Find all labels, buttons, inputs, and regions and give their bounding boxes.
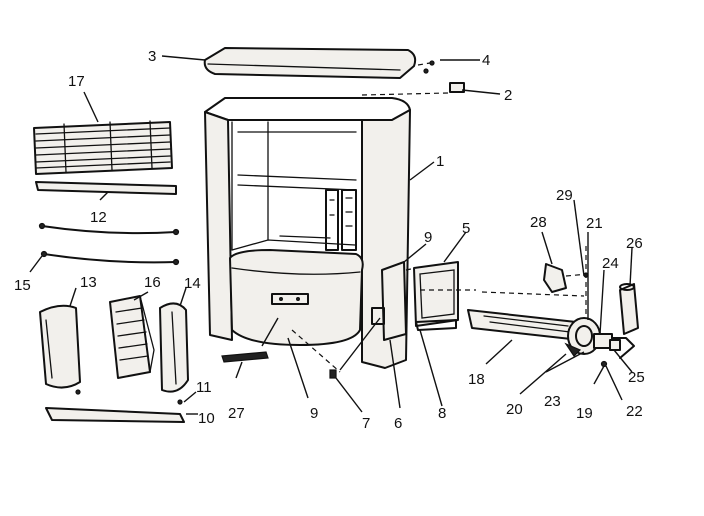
- callout-12: 12: [90, 209, 107, 226]
- callout-25: 25: [628, 369, 645, 386]
- base-plate-part: [45, 407, 185, 423]
- callout-9-upper: 9: [424, 229, 432, 246]
- cylinder-part: [619, 283, 639, 335]
- knob-part: [329, 317, 381, 379]
- bracket-part-8: [415, 319, 457, 331]
- top-cover-part: [203, 47, 417, 79]
- front-guide-part: [291, 329, 341, 373]
- callout-29: 29: [556, 187, 573, 204]
- callout-17: 17: [68, 73, 85, 90]
- bracket-part-28: [543, 263, 589, 293]
- callout-2: 2: [504, 87, 512, 104]
- callout-5: 5: [462, 220, 470, 237]
- callout-11: 11: [196, 379, 212, 396]
- callout-18: 18: [468, 371, 485, 388]
- valve-assembly-part: [481, 291, 601, 357]
- small-fitting-part: [600, 360, 608, 368]
- callout-22: 22: [626, 403, 643, 420]
- radiant-element-part: [109, 295, 155, 379]
- callout-15: 15: [14, 277, 31, 294]
- leader-lines: [29, 55, 633, 415]
- callout-3: 3: [148, 48, 156, 65]
- curved-rods-part: [38, 222, 180, 266]
- callout-20: 20: [506, 401, 523, 418]
- callout-19: 19: [576, 405, 593, 422]
- grille-part: [33, 120, 173, 175]
- callout-26: 26: [626, 235, 643, 252]
- top-screws-part: [417, 60, 435, 74]
- access-door-part: [413, 261, 476, 327]
- side-reflector-part: [159, 302, 189, 393]
- callout-4: 4: [482, 52, 490, 69]
- burner-tube-part: [467, 309, 581, 341]
- burner-tip-part: [221, 317, 279, 363]
- reflector-part: [39, 304, 81, 389]
- screw-part-11: [75, 389, 183, 405]
- nut-part: [609, 339, 621, 351]
- clip-part: [361, 82, 465, 96]
- cabinet-body-part: [204, 97, 411, 369]
- callout-21: 21: [586, 215, 603, 232]
- callout-13: 13: [80, 274, 97, 291]
- callout-23: 23: [544, 393, 561, 410]
- callout-1: 1: [436, 153, 444, 170]
- grille-bar-part: [35, 181, 177, 195]
- callout-8: 8: [438, 405, 446, 422]
- callout-24: 24: [602, 255, 619, 272]
- callout-27: 27: [228, 405, 245, 422]
- callout-14: 14: [184, 275, 201, 292]
- callout-10: 10: [198, 410, 215, 427]
- callout-16: 16: [144, 274, 161, 291]
- callout-6: 6: [394, 415, 402, 432]
- callout-9-lower: 9: [310, 405, 318, 422]
- callout-7: 7: [362, 415, 370, 432]
- callout-labels: 1 2 3 4 5 6 7 8 9 9 10 11 12 13 14 15 16…: [14, 48, 645, 432]
- pipe-fitting-part: [593, 333, 635, 359]
- side-panel-part: [371, 261, 417, 341]
- callout-28: 28: [530, 214, 547, 231]
